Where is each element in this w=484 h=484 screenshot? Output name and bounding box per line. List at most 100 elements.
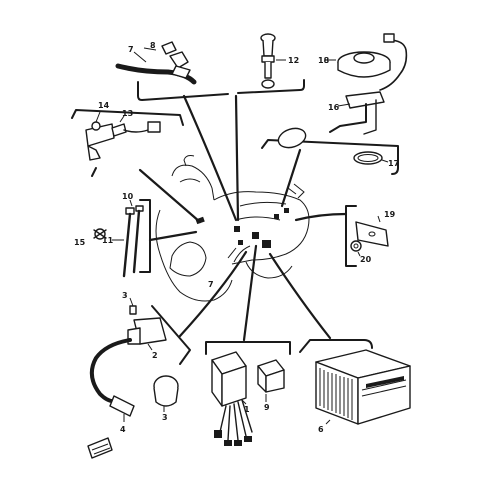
scooter-rear-bracket [287,183,305,199]
leader-coil [178,250,248,338]
callout-leader-7-top [133,51,147,63]
plug-cap-neck [262,39,274,57]
sender-gasket-side [337,62,391,78]
callout-15: 15 [74,238,86,247]
scooter-handlebar [179,155,201,183]
callout-9: 9 [264,403,270,412]
callout-3-bottom: 3 [162,413,168,422]
callout-19: 19 [384,210,396,219]
bracket-coil [151,305,191,365]
callout-leader-13 [119,115,125,123]
bracket-relay-left [71,109,184,177]
callout-leader-3-top [129,297,134,307]
coil-bolt-3 [129,305,137,315]
callout-10: 10 [122,192,134,201]
bracket-right-small [345,205,357,267]
scooter-front-wheel [169,241,207,277]
coil-mount-mark [238,240,243,245]
battery-mount-mark [262,240,271,248]
harness-clip-upper [161,41,177,55]
part-wire-harness-top [115,41,197,85]
bracket-battery [299,339,373,353]
leader-fuel-sender [280,148,302,208]
bolt-11-shaft [132,209,141,274]
callout-leader-2 [147,343,153,351]
bolt-mount-mark [284,208,289,213]
callout-8: 8 [150,41,156,50]
grommet-part [87,437,113,459]
callout-leader-17 [381,159,389,163]
bracket-plug-top [237,79,305,94]
battery-label-lines [361,379,407,397]
bracket-19-hole [368,231,376,237]
bolt-10-shaft [122,212,132,278]
sender-connector [383,33,395,43]
sender-gasket-inner [353,52,375,64]
callout-18: 18 [318,56,330,65]
leader-plug-top [234,94,240,222]
plug-mount-mark [234,226,240,232]
callout-20: 20 [360,255,372,264]
rectifier-mount-mark [252,232,259,239]
callout-leader-1 [241,399,247,405]
bracket-rectifier [205,341,291,355]
bracket-harness-top [137,81,229,101]
bracket-bolts-left [139,199,151,273]
callout-leader-6 [325,419,331,425]
part-ignition-coil [87,297,179,459]
callout-1: 1 [244,405,250,414]
sender-float-arm [329,103,367,133]
relay-9-front [265,369,285,393]
callout-16: 16 [328,103,340,112]
part-plug-cap [260,33,286,89]
scooter-rear-wheel [245,261,293,279]
relay-bracket-foot [87,145,101,161]
scooter-front-shield [171,164,215,201]
sender-float [277,127,307,149]
sender-mount-mark [274,214,279,219]
sender-o-ring-inner [357,154,379,162]
callout-12: 12 [288,56,299,65]
relay-wire [123,129,149,133]
group-brackets [71,79,399,365]
callout-numbers: 8 7 12 18 16 17 14 13 10 11 15 19 20 7 3… [74,41,399,434]
callout-2: 2 [152,351,158,360]
part-bolts-left [93,199,144,278]
callout-7-top: 7 [128,45,134,54]
relay-connector [147,121,161,133]
scooter-body-outline [155,155,310,302]
callout-7-center: 7 [208,280,214,289]
leader-rectifier [242,244,258,342]
harness-lower-run [227,245,251,263]
callout-6: 6 [318,425,324,434]
callout-11: 11 [102,236,114,245]
part-battery [315,349,411,425]
leader-bolts [148,230,198,242]
battery-label-band [366,376,404,388]
callout-13: 13 [122,109,133,118]
part-fuel-sender [277,33,408,165]
cap-5-base [153,387,179,407]
scooter-front-fender [155,209,233,302]
callout-17: 17 [388,159,399,168]
nut-20 [350,240,362,252]
battery-ribs [319,368,353,420]
callout-leader-8 [143,47,157,51]
leader-lines [138,94,348,342]
harness-clamp [169,51,189,69]
plug-cap-body [264,62,272,79]
callout-leader-20 [357,251,361,257]
leader-battery [268,252,332,340]
leader-relay [138,168,202,224]
callout-leader-19 [377,215,381,223]
rectifier-wire-terminals [214,430,252,446]
rectifier-front [221,365,247,407]
scooter-rear-body [213,191,310,265]
part-relay-bracket [85,111,161,161]
clip-15-wings [93,229,107,239]
plug-cap-collar [261,55,275,63]
grommet-ribs [91,443,111,455]
callout-leader-10 [129,199,133,207]
part-bracket-right [350,215,389,257]
sender-wire [379,39,408,91]
